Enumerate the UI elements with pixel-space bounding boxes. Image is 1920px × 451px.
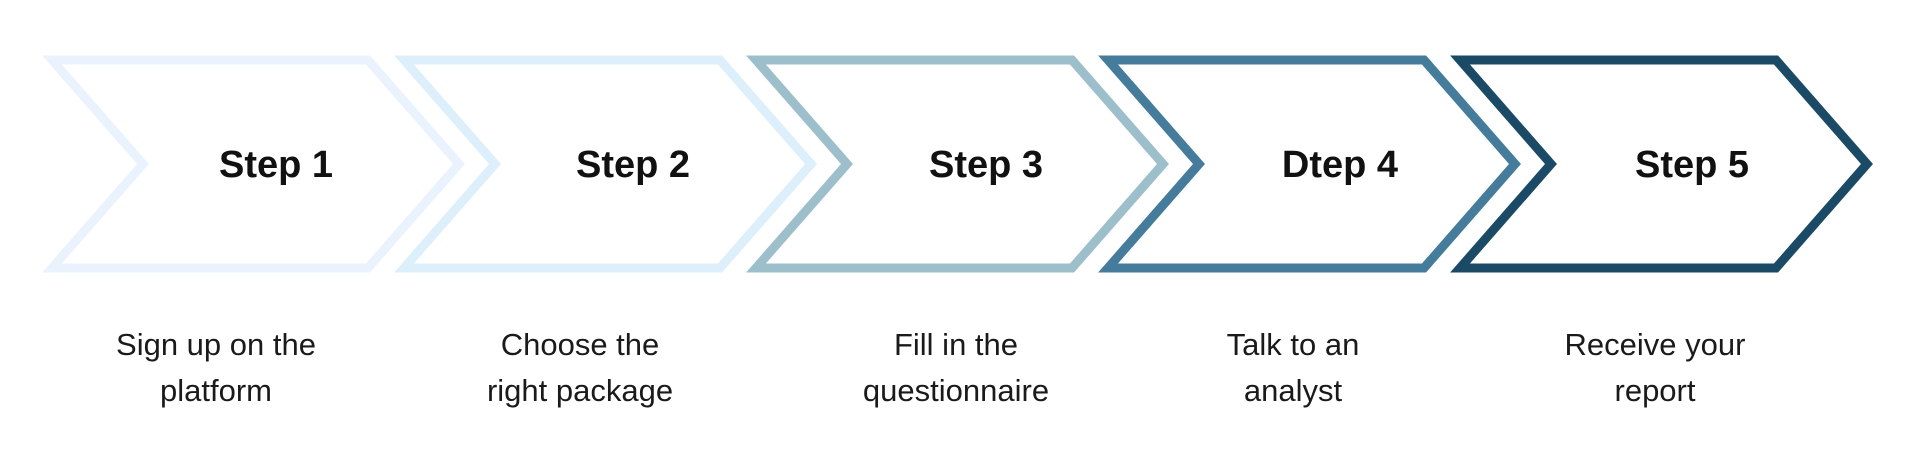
chevron-step-5 — [1450, 55, 1873, 273]
step-5-description: Receive your report — [1505, 322, 1805, 414]
step-4-title: Dtep 4 — [1281, 144, 1399, 186]
chevron-step-1 — [42, 55, 465, 273]
chevron-step-3 — [746, 55, 1169, 273]
step-5-title: Step 5 — [1634, 144, 1750, 186]
step-1-description: Sign up on the platform — [66, 322, 366, 414]
step-2-description-line-1: Choose the — [500, 327, 660, 362]
step-3-title: Step 3 — [928, 144, 1044, 186]
step-1-title: Step 1 — [218, 144, 334, 186]
chevron-step-4 — [1098, 55, 1521, 273]
step-4-description: Talk to an analyst — [1143, 322, 1443, 414]
step-3-description: Fill in the questionnaire — [806, 322, 1106, 414]
step-2-description-line-2: right package — [486, 373, 674, 408]
step-4-description-line-2: analyst — [1243, 373, 1343, 408]
step-4-description-line-1: Talk to an — [1226, 327, 1360, 362]
chevron-step-2 — [394, 55, 817, 273]
step-2-title: Step 2 — [575, 144, 691, 186]
step-1-description-line-1: Sign up on the — [116, 327, 316, 362]
step-2-description: Choose the right package — [430, 322, 730, 414]
step-3-description-line-2: questionnaire — [862, 373, 1050, 408]
step-5-description-line-1: Receive your — [1564, 327, 1746, 362]
step-3-description-line-1: Fill in the — [893, 327, 1019, 362]
step-5-description-line-2: report — [1614, 373, 1696, 408]
step-1-description-line-2: platform — [160, 373, 272, 408]
